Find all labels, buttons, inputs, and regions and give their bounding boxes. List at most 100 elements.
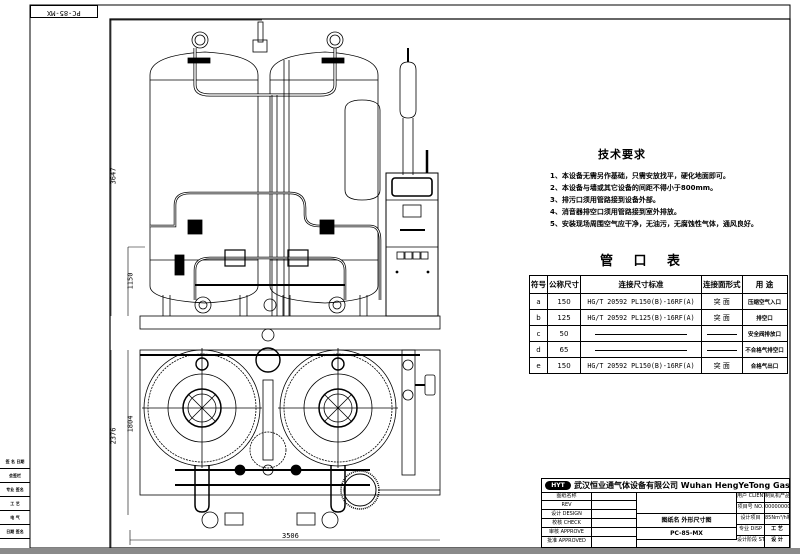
control-cabinet bbox=[385, 150, 439, 317]
tech-requirement-item: 4、消音器排空口须用管路接到室外排放。 bbox=[550, 208, 681, 216]
plan-view bbox=[139, 328, 441, 529]
cell-standard: HG/T 20592 PL150(B)-16RF(A) bbox=[580, 293, 702, 310]
table-row: a 150 HG/T 20592 PL150(B)-16RF(A) 突 面 压缩… bbox=[529, 293, 788, 310]
tb-center-blank bbox=[637, 492, 737, 514]
nozzle-table-header: 符号 公称尺寸 连接尺寸标准 连接面形式 用 途 bbox=[529, 275, 788, 294]
top-manifold-pipe bbox=[193, 48, 337, 97]
right-vessel bbox=[269, 51, 379, 304]
tb-right-label: 专业 DISP bbox=[737, 525, 765, 536]
cell-face bbox=[701, 325, 743, 342]
tb-right-value: 制氮机产品外形尺寸图 bbox=[765, 492, 790, 503]
dim-front-total-height: 3647 bbox=[109, 167, 118, 185]
company-name: 武汉恒业通气体设备有限公司 Wuhan HengYeTong Gas Equip… bbox=[574, 481, 789, 490]
dim-plan-total-width: 3506 bbox=[282, 532, 299, 540]
cell-purpose: 安全阀排放口 bbox=[741, 325, 788, 342]
cell-face: 突 面 bbox=[701, 309, 743, 326]
left-strip-row: 工 艺 bbox=[0, 497, 30, 511]
dim-plan-total-depth: 2376 bbox=[109, 427, 118, 445]
tb-left-row: 批准 APPROVED bbox=[542, 537, 592, 548]
tech-requirements-title: 技术要求 bbox=[598, 148, 646, 161]
tech-requirement-item: 1、本设备无需另作基础，只需安放找平，硬化地面即可。 bbox=[550, 172, 730, 180]
center-buffer-plan bbox=[255, 347, 281, 373]
tech-requirement-item: 5、安装现场周围空气应干净，无油污，无腐蚀性气体，通风良好。 bbox=[550, 220, 758, 228]
front-elevation bbox=[110, 19, 441, 330]
drawing-tag-text: PC-85-MX bbox=[47, 9, 81, 17]
silencer-plan bbox=[401, 349, 416, 476]
tech-requirement-item: 2、本设备与墙或其它设备的间距不得小于800mm。 bbox=[550, 184, 718, 192]
left-strip-row: 签 名 日期 bbox=[0, 455, 30, 469]
cell-standard bbox=[580, 341, 702, 358]
cell-symbol: e bbox=[529, 357, 548, 374]
cabinet-plan bbox=[343, 473, 377, 507]
header-purpose: 用 途 bbox=[741, 275, 788, 294]
filter-regulator bbox=[174, 254, 185, 276]
company-logo: HYT bbox=[545, 481, 571, 490]
table-row: b 125 HG/T 20592 PL125(B)-16RF(A) 突 面 排空… bbox=[529, 309, 788, 326]
drawing-number: PC-85-MX bbox=[637, 528, 737, 540]
table-row: d 65 不合格气排空口 bbox=[529, 341, 788, 358]
dim-plan-vessel-depth: 1804 bbox=[126, 415, 135, 433]
header-size: 公称尺寸 bbox=[547, 275, 581, 294]
cell-symbol: b bbox=[529, 309, 548, 326]
tb-right-value: 85Nm³/h制氮机 bbox=[765, 514, 790, 525]
tb-left-row: 图纸名称 bbox=[542, 492, 592, 501]
safety-valve bbox=[257, 21, 264, 43]
tb-left-row-value bbox=[592, 501, 637, 510]
left-vessel bbox=[149, 51, 259, 304]
left-strip-row: 会签栏 bbox=[0, 469, 30, 483]
cell-size: 65 bbox=[547, 341, 581, 358]
tb-left-row: 设计 DESIGN bbox=[542, 510, 592, 519]
table-row: c 50 安全阀排放口 bbox=[529, 325, 788, 342]
tb-left-row-value bbox=[592, 537, 637, 548]
tech-requirement-item: 3、排污口须用管路接到设备外部。 bbox=[550, 196, 660, 204]
tb-right-value: 工 艺 bbox=[765, 525, 790, 536]
cell-size: 125 bbox=[547, 309, 581, 326]
left-strip-row: 电 气 bbox=[0, 511, 30, 525]
cell-face bbox=[701, 341, 743, 358]
header-face: 连接面形式 bbox=[701, 275, 743, 294]
tb-left-row: 校核 CHECK bbox=[542, 519, 592, 528]
tb-left-row-value bbox=[592, 510, 637, 519]
valve-left-inlet bbox=[187, 219, 203, 235]
tb-left-row-value bbox=[592, 519, 637, 528]
tb-left-row: REV bbox=[542, 501, 592, 510]
tb-left-row-value bbox=[592, 492, 637, 501]
nozzle-table-title: 管 口 表 bbox=[600, 254, 689, 269]
cell-symbol: d bbox=[529, 341, 548, 358]
drawing-name: 图纸名 外形尺寸图 bbox=[637, 514, 737, 528]
cabinet-hmi-screen bbox=[402, 204, 422, 218]
tb-right-label: 项目号 NO. bbox=[737, 503, 765, 514]
left-signoff-strip: 签 名 日期 会签栏 专业 签名 工 艺 电 气 日期 签名 bbox=[0, 455, 30, 539]
header-symbol: 符号 bbox=[529, 275, 548, 294]
cell-size: 150 bbox=[547, 357, 581, 374]
bottom-edge-bar bbox=[0, 548, 800, 554]
nozzle-table: 符号 公称尺寸 连接尺寸标准 连接面形式 用 途 a 150 HG/T 2059… bbox=[529, 275, 788, 374]
plan-base-frame bbox=[139, 349, 441, 496]
tb-right-label: 设计项目 bbox=[737, 514, 765, 525]
silencer bbox=[399, 61, 417, 119]
dimension-lines bbox=[110, 20, 440, 548]
header-standard: 连接尺寸标准 bbox=[580, 275, 702, 294]
tb-right-label: 设计阶段 STAGE bbox=[737, 536, 765, 548]
cell-standard: HG/T 20592 PL125(B)-16RF(A) bbox=[580, 309, 702, 326]
valve-right-inlet bbox=[319, 219, 335, 235]
cell-size: 150 bbox=[547, 293, 581, 310]
left-strip-row: 专业 签名 bbox=[0, 483, 30, 497]
base-skid bbox=[139, 315, 441, 330]
tb-right-value: 设 计 bbox=[765, 536, 790, 548]
cell-face: 突 面 bbox=[701, 293, 743, 310]
tb-left-row-value bbox=[592, 528, 637, 537]
cell-symbol: a bbox=[529, 293, 548, 310]
cell-purpose: 不合格气排空口 bbox=[741, 341, 788, 358]
tech-requirements-list: 1、本设备无需另作基础，只需安放找平，硬化地面即可。 2、本设备与墙或其它设备的… bbox=[550, 170, 758, 230]
cell-purpose: 合格气出口 bbox=[741, 357, 788, 374]
cell-size: 50 bbox=[547, 325, 581, 342]
table-row: e 150 HG/T 20592 PL150(B)-16RF(A) 突 面 合格… bbox=[529, 357, 788, 374]
cell-face: 突 面 bbox=[701, 357, 743, 374]
cabinet-display-window bbox=[391, 177, 433, 197]
left-strip-row: 日期 签名 bbox=[0, 525, 30, 539]
cell-symbol: c bbox=[529, 325, 548, 342]
